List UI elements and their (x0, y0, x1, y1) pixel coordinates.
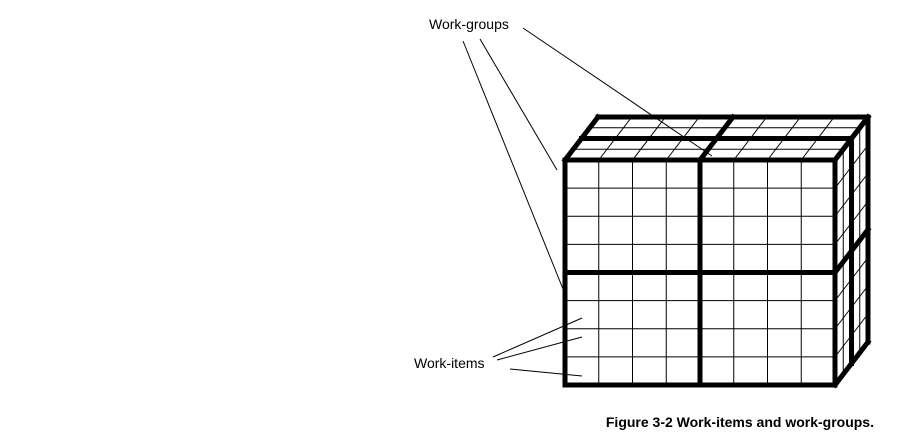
work-groups-leader-bottom (462, 40, 564, 290)
work-groups-leaders (462, 27, 713, 290)
work-items-leader-1 (492, 317, 583, 358)
work-item-grid (565, 116, 869, 385)
work-items-leaders (492, 317, 583, 377)
work-items-label: Work-items (414, 355, 485, 371)
work-items-leader-3 (509, 368, 583, 377)
work-group-boundaries (561, 113, 872, 389)
work-groups-leader-top (522, 27, 713, 157)
work-items-leader-2 (496, 336, 583, 361)
work-groups-label: Work-groups (429, 16, 509, 32)
figure-caption: Figure 3-2 Work-items and work-groups. (606, 414, 874, 430)
work-groups-leader-middle (479, 38, 558, 171)
